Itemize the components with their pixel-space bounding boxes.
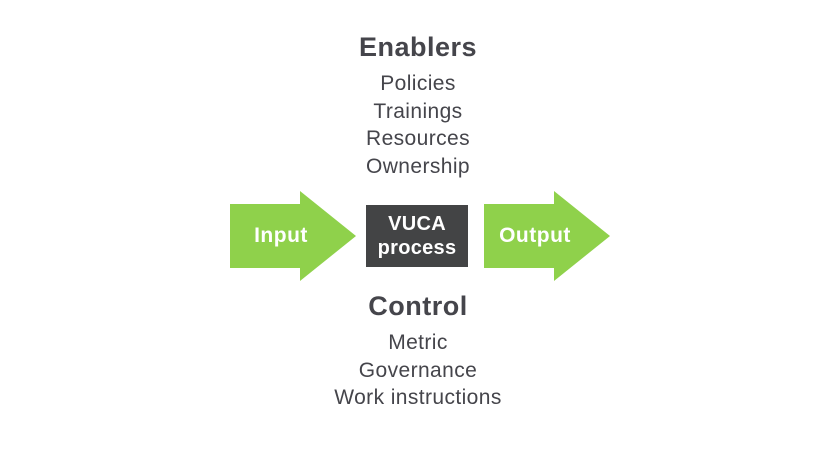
input-arrow-label: Input: [254, 224, 308, 247]
output-arrow-label: Output: [499, 224, 571, 247]
process-box-line1: VUCA: [388, 213, 446, 235]
control-item: Work instructions: [334, 386, 502, 409]
enabler-item: Policies: [380, 72, 456, 95]
output-arrow: Output: [484, 191, 610, 281]
enablers-heading: Enablers: [358, 32, 478, 62]
control-heading: Control: [368, 291, 468, 321]
control-list: Metric Governance Work instructions: [0, 329, 836, 412]
input-arrow: Input: [230, 191, 356, 281]
right-arrow-shape-icon: [230, 191, 356, 281]
right-arrow-shape-icon: [484, 191, 610, 281]
enabler-item: Ownership: [366, 154, 470, 178]
control-item: Metric: [388, 331, 448, 354]
enabler-item: Trainings: [373, 99, 463, 123]
enablers-list: Policies Trainings Resources Ownership: [0, 70, 836, 180]
vuca-process-box: VUCA process: [366, 205, 468, 267]
process-box-line2: process: [377, 237, 457, 259]
control-item: Governance: [358, 358, 478, 382]
enabler-item: Resources: [366, 127, 470, 150]
